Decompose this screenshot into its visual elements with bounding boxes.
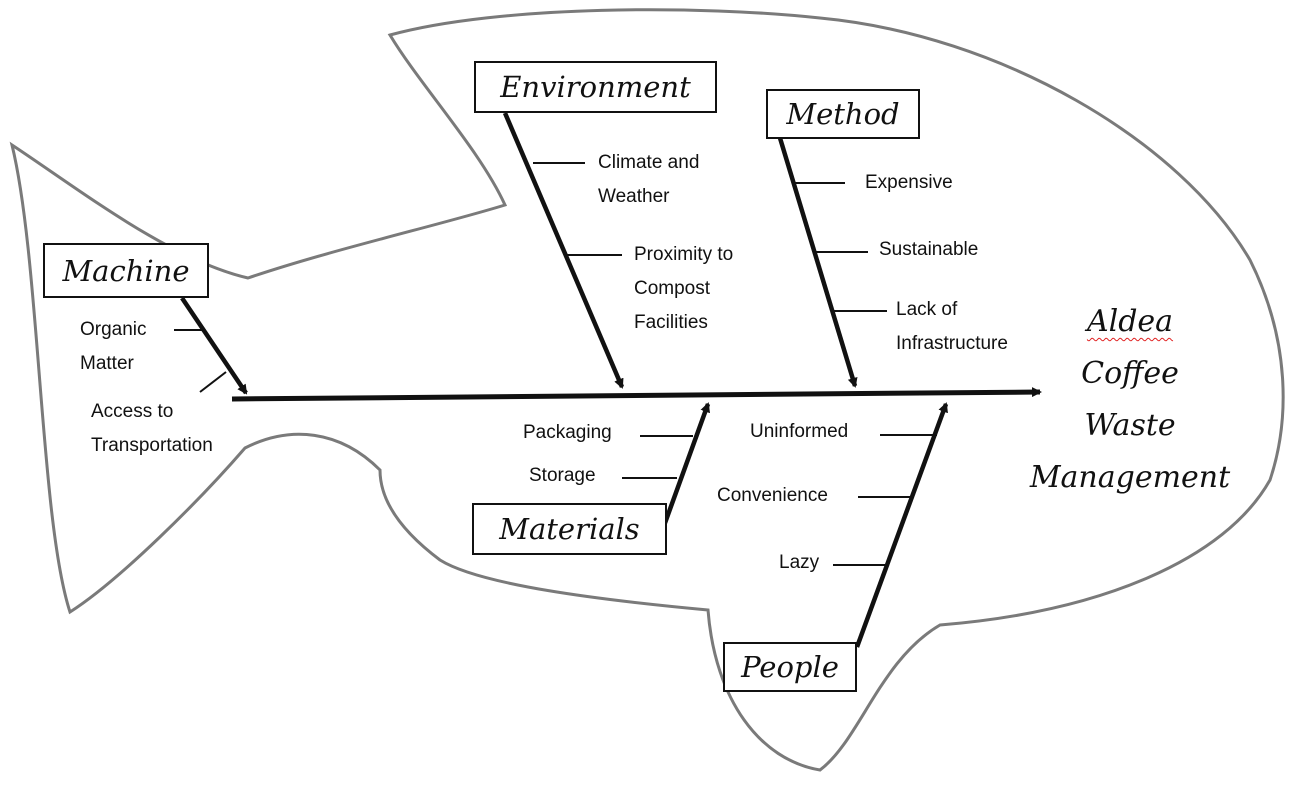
- cause-lazy: Lazy: [779, 552, 820, 573]
- fish-body-outline: [9, 8, 1285, 772]
- effect-line-1: Aldea: [1086, 304, 1174, 339]
- effect-label: Aldea Coffee Waste Management: [1010, 296, 1250, 504]
- bone-method: [777, 137, 858, 388]
- category-box-people: People: [723, 642, 857, 692]
- effect-line-3: Waste: [1084, 408, 1176, 443]
- category-box-materials: Materials: [472, 503, 667, 555]
- effect-line-2: Coffee: [1081, 356, 1179, 391]
- spine-arrow: [231, 387, 1042, 402]
- bone-people: [854, 402, 949, 648]
- cause-expensive: Expensive: [865, 172, 953, 193]
- cause-uninformed: Uninformed: [750, 421, 849, 442]
- bone-environment: [502, 112, 625, 389]
- effect-line-4: Management: [1029, 460, 1231, 495]
- cause-storage: Storage: [529, 465, 596, 486]
- tick-access: [199, 371, 227, 393]
- category-box-machine: Machine: [43, 243, 209, 298]
- bone-materials: [662, 402, 711, 524]
- cause-convenience: Convenience: [717, 485, 828, 506]
- category-box-environment: Environment: [474, 61, 717, 113]
- cause-packaging: Packaging: [523, 422, 612, 443]
- cause-sustainable: Sustainable: [879, 239, 979, 260]
- bone-machine: [180, 296, 248, 395]
- category-box-method: Method: [766, 89, 920, 139]
